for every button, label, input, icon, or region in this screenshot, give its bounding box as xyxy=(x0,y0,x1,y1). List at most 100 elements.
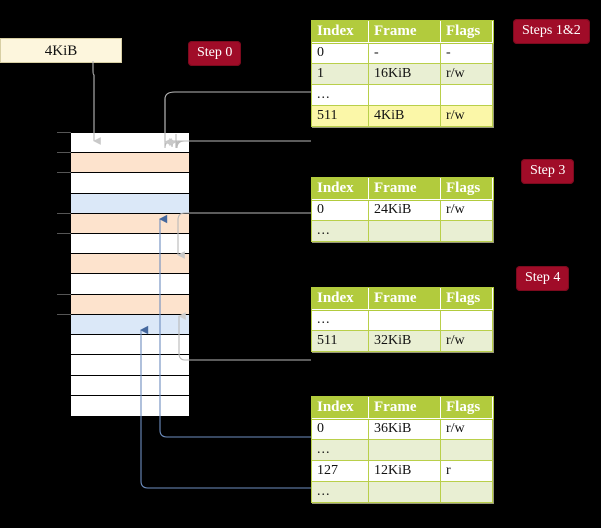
table-row: ... xyxy=(311,439,493,461)
column-header-frame: Frame xyxy=(368,287,441,310)
cell-frame xyxy=(368,84,441,106)
step-badge-label: Steps 1&2 xyxy=(522,23,581,38)
cell-frame: 4KiB xyxy=(368,105,441,127)
memory-tick-mark xyxy=(57,233,71,234)
physical-memory-column xyxy=(70,132,190,416)
cell-index: 1 xyxy=(311,63,369,85)
cell-frame: 36KiB xyxy=(368,418,441,440)
cell-flags: - xyxy=(440,42,493,64)
memory-frame-row xyxy=(71,234,189,255)
table-row: ... xyxy=(311,84,493,106)
memory-tick-mark xyxy=(57,132,71,133)
memory-tick-mark xyxy=(57,314,71,315)
memory-frame-row xyxy=(71,133,189,154)
column-header-index: Index xyxy=(311,177,369,200)
memory-frame-row xyxy=(71,193,189,214)
step-badge-step-4: Step 4 xyxy=(516,266,570,291)
step-badge-step-0: Step 0 xyxy=(188,41,242,66)
column-header-frame: Frame xyxy=(368,177,441,200)
cell-flags: r/w xyxy=(440,63,493,85)
cell-index: 0 xyxy=(311,418,369,440)
memory-frame-row xyxy=(71,173,189,194)
table-row: ... xyxy=(311,481,493,503)
memory-frame-row xyxy=(71,314,189,336)
cell-frame: 24KiB xyxy=(368,199,441,221)
step-badge-label: Step 4 xyxy=(525,270,561,285)
cell-flags xyxy=(440,309,493,331)
source-frame-label: 4KiB xyxy=(44,43,78,59)
cell-flags: r xyxy=(440,460,493,482)
cell-index: ... xyxy=(311,220,369,242)
cell-frame: 32KiB xyxy=(368,330,441,352)
cell-frame: 12KiB xyxy=(368,460,441,482)
cell-index: ... xyxy=(311,309,369,331)
column-header-flags: Flags xyxy=(440,287,493,310)
memory-frame-row xyxy=(71,153,189,174)
cell-flags: r/w xyxy=(440,330,493,352)
step-badge-label: Step 3 xyxy=(530,163,566,178)
cell-frame xyxy=(368,439,441,461)
step-badge-label: Step 0 xyxy=(197,45,233,60)
cell-index: 511 xyxy=(311,330,369,352)
memory-frame-row xyxy=(71,395,189,416)
memory-frame-row xyxy=(71,355,189,376)
table-row: ... xyxy=(311,309,493,331)
column-header-index: Index xyxy=(311,396,369,419)
cell-frame xyxy=(368,309,441,331)
memory-frame-row xyxy=(71,375,189,396)
cell-flags: r/w xyxy=(440,105,493,127)
column-header-frame: Frame xyxy=(368,396,441,419)
step-badge-step-3: Step 3 xyxy=(521,159,575,184)
memory-tick-mark xyxy=(57,213,71,214)
table-row: 0-- xyxy=(311,42,493,64)
cell-flags xyxy=(440,439,493,461)
memory-frame-row xyxy=(71,213,189,235)
cell-index: ... xyxy=(311,439,369,461)
cell-frame xyxy=(368,481,441,503)
cell-frame: - xyxy=(368,42,441,64)
cell-flags xyxy=(440,84,493,106)
memory-frame-row xyxy=(71,274,189,295)
memory-tick-mark xyxy=(57,294,71,295)
cell-index: 511 xyxy=(311,105,369,127)
memory-frame-row xyxy=(71,294,189,315)
step-badge-steps-1-2: Steps 1&2 xyxy=(513,19,590,44)
cell-flags: r/w xyxy=(440,199,493,221)
table-row: ... xyxy=(311,220,493,242)
cell-index: ... xyxy=(311,84,369,106)
memory-tick-mark xyxy=(57,152,71,153)
cell-flags xyxy=(440,220,493,242)
cell-frame xyxy=(368,220,441,242)
cell-frame: 16KiB xyxy=(368,63,441,85)
cell-index: ... xyxy=(311,481,369,503)
source-frame-box: 4KiB xyxy=(0,38,122,63)
column-header-flags: Flags xyxy=(440,177,493,200)
column-header-index: Index xyxy=(311,287,369,310)
cell-index: 0 xyxy=(311,199,369,221)
cell-flags xyxy=(440,481,493,503)
column-header-flags: Flags xyxy=(440,396,493,419)
column-header-flags: Flags xyxy=(440,20,493,43)
cell-index: 127 xyxy=(311,460,369,482)
column-header-index: Index xyxy=(311,20,369,43)
cell-index: 0 xyxy=(311,42,369,64)
memory-tick-mark xyxy=(57,172,71,173)
memory-frame-row xyxy=(71,254,189,275)
memory-frame-row xyxy=(71,335,189,356)
column-header-frame: Frame xyxy=(368,20,441,43)
